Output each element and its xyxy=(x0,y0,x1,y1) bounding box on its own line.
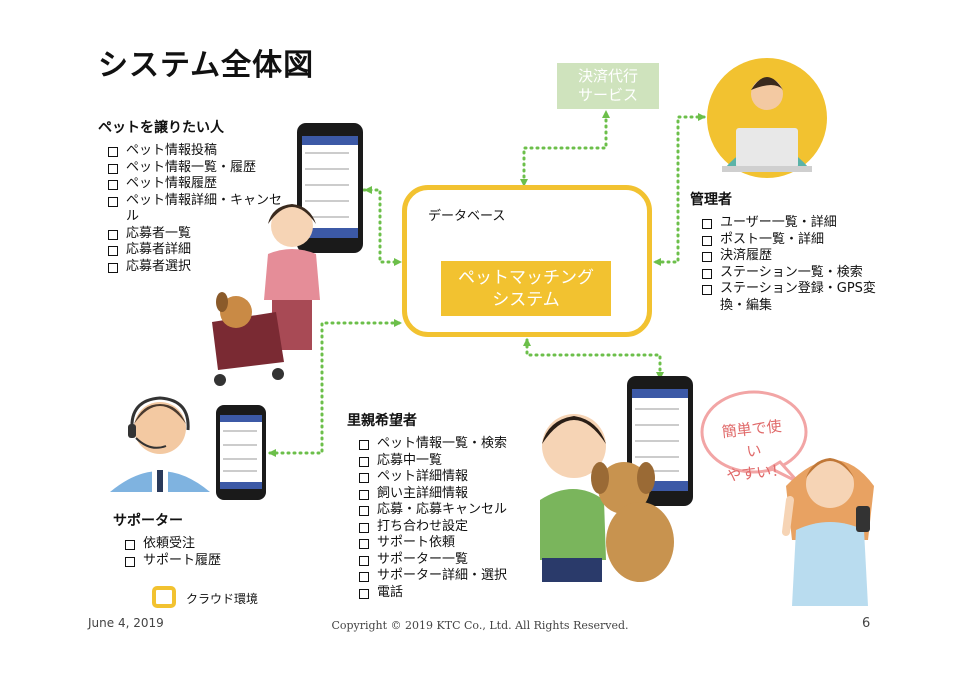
list-item: 応募中一覧 xyxy=(357,453,547,470)
foster-section: 里親希望者 ペット情報一覧・検索 応募中一覧 ペット詳細情報 飼い主詳細情報 応… xyxy=(347,410,547,601)
pet-giver-list: ペット情報投稿 ペット情報一覧・履歴 ペット情報履歴 ペット情報詳細・キャンセル… xyxy=(106,143,284,275)
list-item: ペット情報履歴 xyxy=(106,176,284,193)
connector-supporter xyxy=(268,321,402,455)
database-label: データベース xyxy=(428,209,506,224)
page-number: 6 xyxy=(862,616,871,631)
list-item: ペット情報投稿 xyxy=(106,143,284,160)
admin-title: 管理者 xyxy=(690,192,732,208)
footer-copyright: Copyright © 2019 KTC Co., Ltd. All Right… xyxy=(331,619,629,632)
list-item: ペット詳細情報 xyxy=(357,469,547,486)
supporter-illustration xyxy=(110,396,210,492)
list-item: 決済履歴 xyxy=(700,248,885,265)
list-item: 打ち合わせ設定 xyxy=(357,519,547,536)
legend-cloud-label: クラウド環境 xyxy=(186,592,259,606)
list-item: 応募者詳細 xyxy=(106,242,284,259)
legend-cloud-swatch xyxy=(152,586,176,608)
connector-giver xyxy=(362,188,402,264)
pet-matching-system-line1: ペットマッチング xyxy=(458,268,594,288)
list-item: サポーター一覧 xyxy=(357,552,547,569)
speech-bubble-line1: 簡単で使い xyxy=(720,417,783,461)
smartphone-supporter-icon xyxy=(216,405,266,500)
payment-service-box: 決済代行 サービス xyxy=(557,63,659,109)
list-item: サポート依頼 xyxy=(357,535,547,552)
supporter-section: サポーター 依頼受注 サポート履歴 xyxy=(113,510,263,569)
list-item: ステーション登録・GPS変換・編集 xyxy=(700,281,885,314)
foster-illustration xyxy=(540,414,674,582)
payment-service-line2: サービス xyxy=(577,86,638,104)
supporter-title: サポーター xyxy=(113,513,183,529)
connector-admin xyxy=(653,115,706,264)
foster-title: 里親希望者 xyxy=(347,413,417,429)
list-item: ペット情報詳細・キャンセル xyxy=(106,193,284,226)
list-item: 電話 xyxy=(357,585,547,602)
connector-payment xyxy=(522,112,608,187)
admin-section: 管理者 ユーザー一覧・詳細 ポスト一覧・詳細 決済履歴 ステーション一覧・検索 … xyxy=(690,189,890,314)
connector-foster xyxy=(525,338,662,380)
list-item: 応募・応募キャンセル xyxy=(357,502,547,519)
page-title: システム全体図 xyxy=(98,48,315,83)
pet-matching-system-line2: システム xyxy=(492,290,560,310)
admin-illustration xyxy=(707,58,827,178)
pet-matching-system-box: ペットマッチング システム xyxy=(441,261,611,316)
list-item: ステーション一覧・検索 xyxy=(700,265,885,282)
list-item: ポスト一覧・詳細 xyxy=(700,232,885,249)
list-item: ペット情報一覧・履歴 xyxy=(106,160,284,177)
speech-bubble-text: 簡単で使い やすい！ xyxy=(719,415,790,487)
pet-giver-section: ペットを譲りたい人 ペット情報投稿 ペット情報一覧・履歴 ペット情報履歴 ペット… xyxy=(98,117,288,275)
admin-list: ユーザー一覧・詳細 ポスト一覧・詳細 決済履歴 ステーション一覧・検索 ステーシ… xyxy=(700,215,885,314)
list-item: ペット情報一覧・検索 xyxy=(357,436,547,453)
list-item: 応募者選択 xyxy=(106,259,284,276)
payment-service-line1: 決済代行 xyxy=(577,67,638,85)
list-item: サポーター詳細・選択 xyxy=(357,568,547,585)
footer-date: June 4, 2019 xyxy=(88,616,164,630)
foster-list: ペット情報一覧・検索 応募中一覧 ペット詳細情報 飼い主詳細情報 応募・応募キャ… xyxy=(357,436,547,601)
list-item: 応募者一覧 xyxy=(106,226,284,243)
list-item: ユーザー一覧・詳細 xyxy=(700,215,885,232)
pet-giver-illustration xyxy=(212,204,320,386)
list-item: 飼い主詳細情報 xyxy=(357,486,547,503)
supporter-list: 依頼受注 サポート履歴 xyxy=(123,536,263,569)
pet-giver-title: ペットを譲りたい人 xyxy=(98,120,224,136)
woman-with-phone-illustration xyxy=(782,458,874,606)
list-item: 依頼受注 xyxy=(123,536,263,553)
list-item: サポート履歴 xyxy=(123,553,263,570)
speech-bubble xyxy=(700,390,808,484)
